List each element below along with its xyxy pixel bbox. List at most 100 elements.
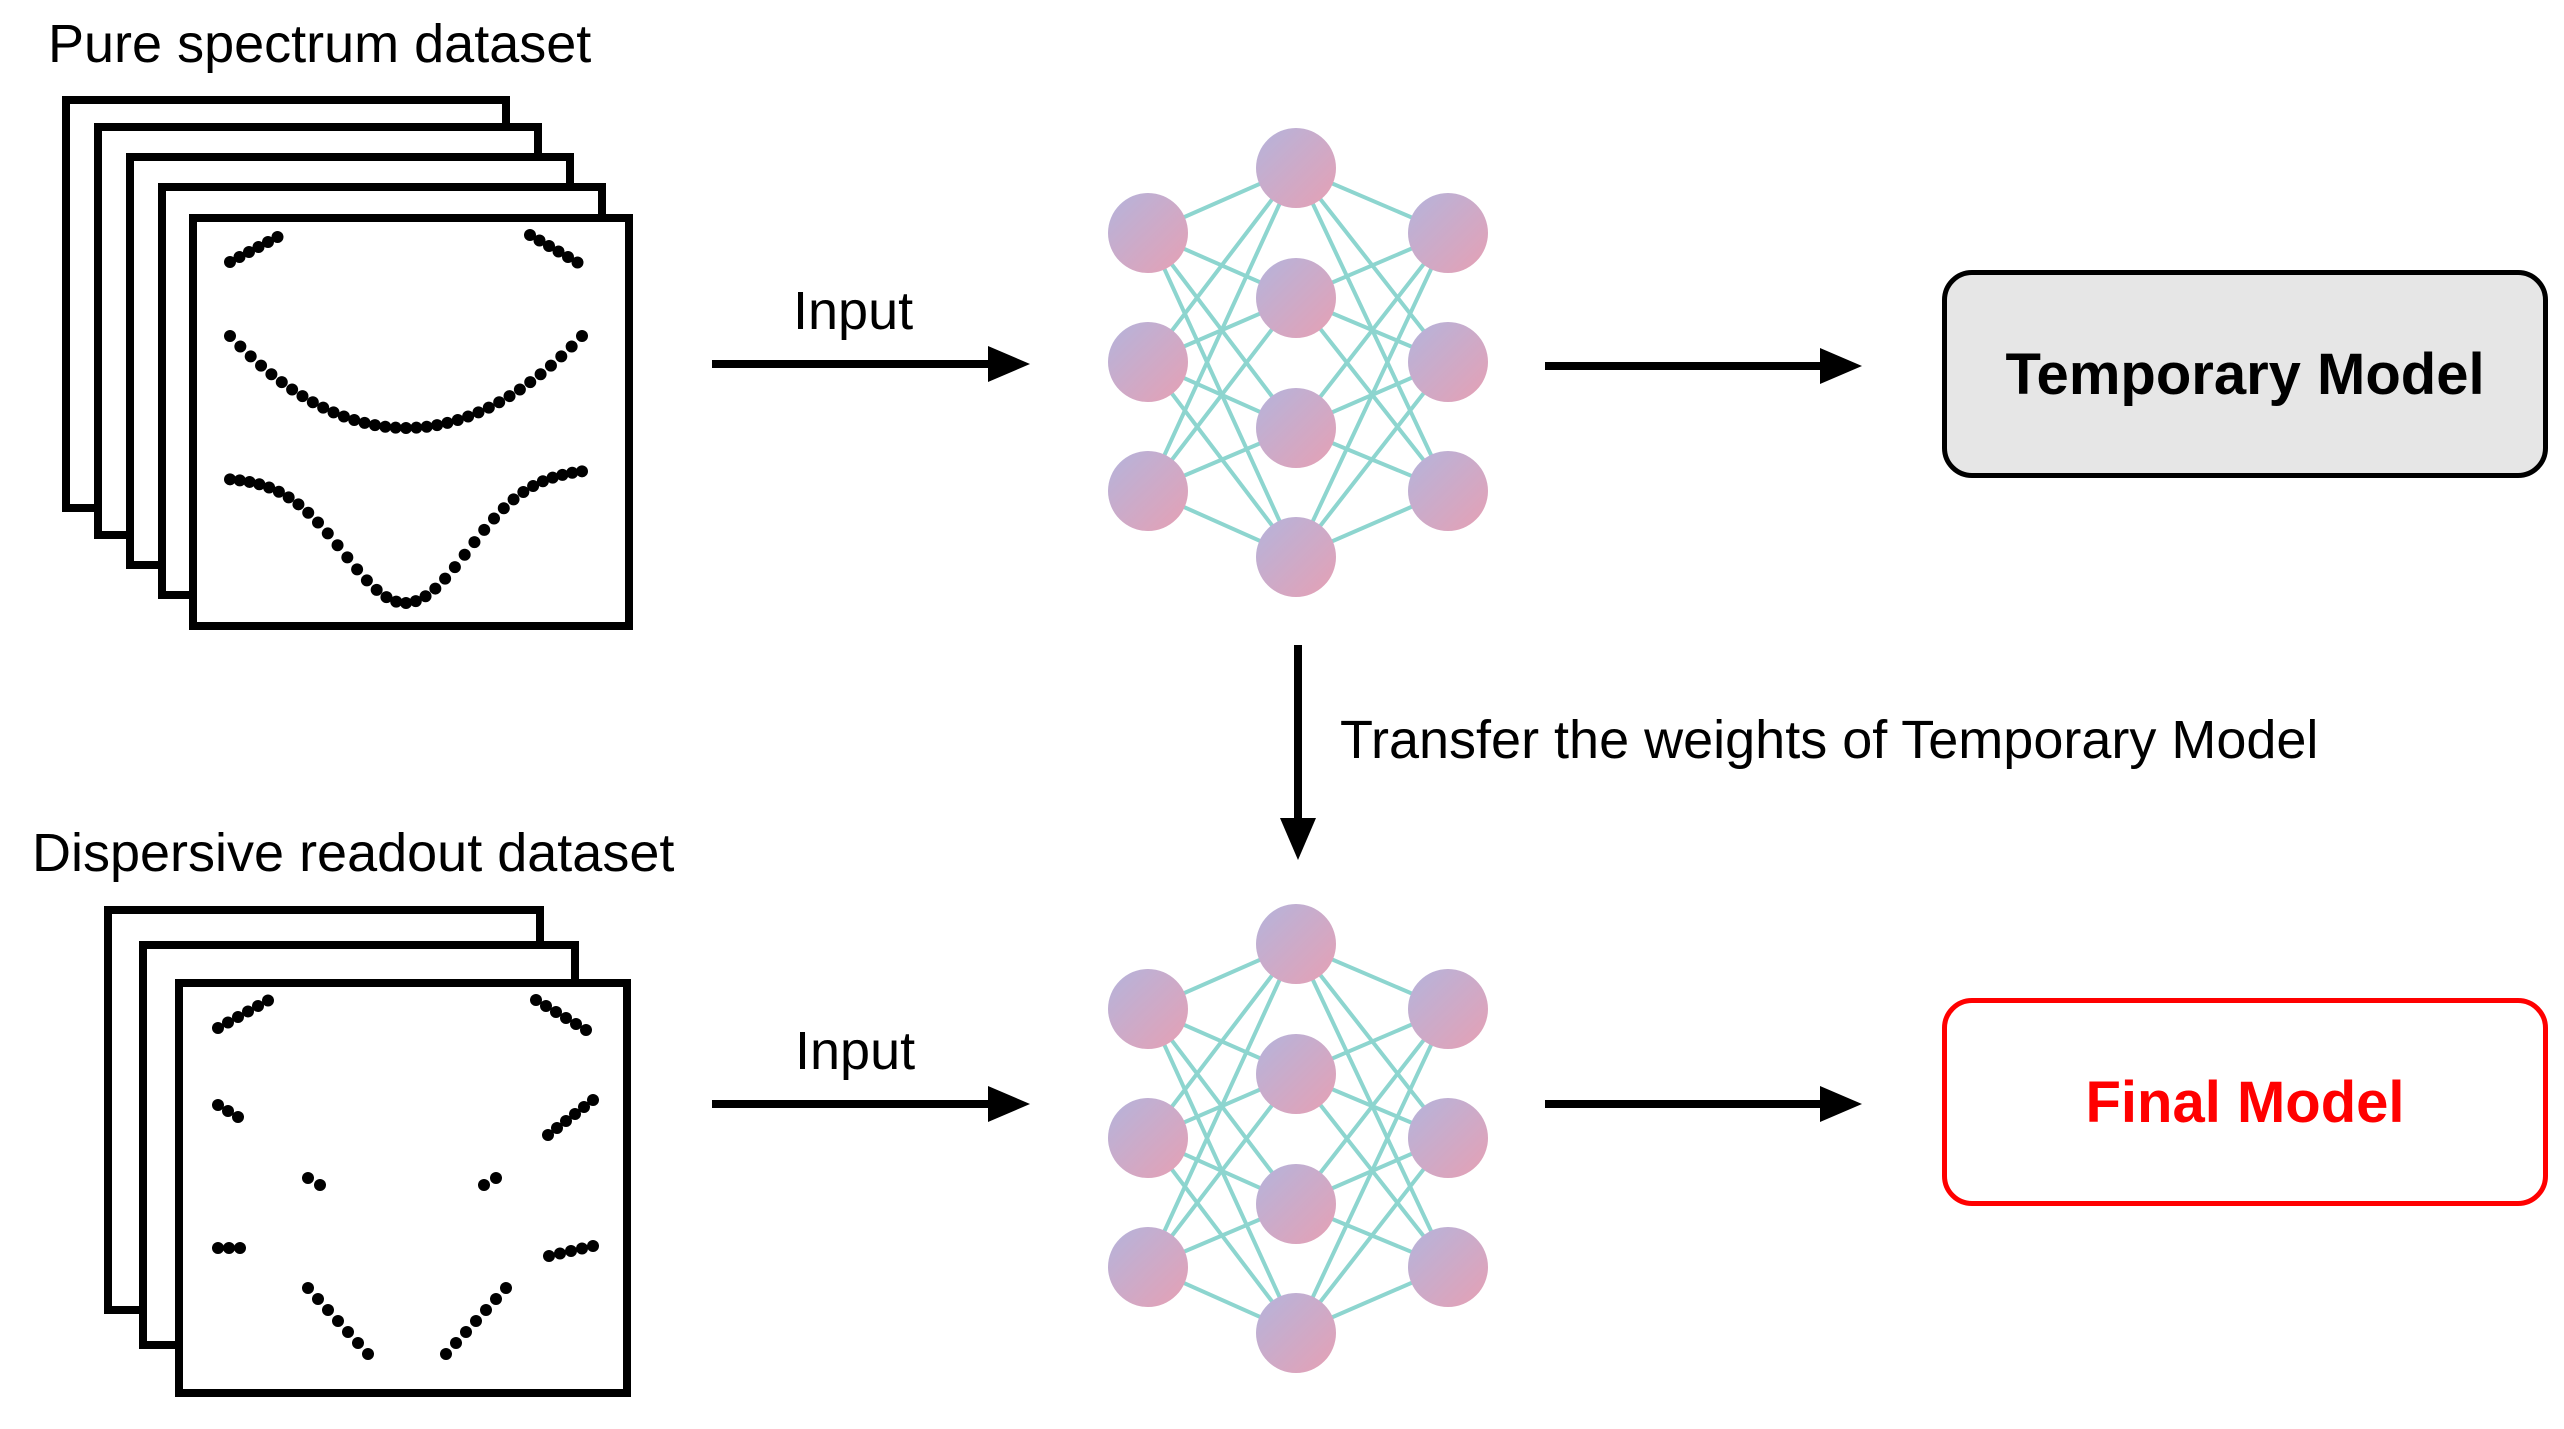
plot-dot	[587, 1094, 599, 1106]
plot-dot	[312, 516, 324, 529]
plot-dot	[542, 1129, 554, 1141]
dispersive-dataset-stack	[104, 906, 631, 1397]
input-label-top: Input	[793, 281, 914, 341]
network-node	[1256, 1034, 1336, 1114]
plot-dot	[554, 1247, 566, 1260]
plot-dot	[244, 350, 257, 363]
plot-dot	[275, 376, 288, 389]
network-edge	[1294, 1008, 1450, 1334]
plot-dot	[576, 330, 588, 342]
arrow-output-bottom	[1545, 1086, 1862, 1122]
network-node	[1108, 1098, 1188, 1178]
plot-dot	[551, 1122, 563, 1134]
plot-dot	[493, 396, 506, 409]
plot-dot	[527, 480, 540, 493]
network-node	[1408, 451, 1488, 531]
arrow-output-top	[1545, 348, 1862, 384]
plot-dot	[233, 251, 246, 263]
network-node	[1256, 1164, 1336, 1244]
plot-dot	[565, 1245, 577, 1257]
network-node	[1256, 904, 1336, 984]
plot-dot	[488, 512, 500, 525]
plot-dot	[243, 475, 256, 488]
plot-dot	[360, 574, 373, 587]
plot-dot	[431, 419, 444, 432]
plot-dot	[312, 1293, 324, 1305]
plot-dot	[560, 1012, 572, 1024]
plot-dot	[400, 597, 412, 609]
network-edge	[1146, 166, 1298, 364]
plot-dot	[500, 1282, 512, 1294]
plot-dot	[544, 359, 557, 372]
network-node	[1108, 322, 1188, 402]
plot-dot	[462, 410, 475, 423]
plot-dot	[224, 330, 236, 342]
plot-dot	[409, 595, 422, 608]
plot-dot	[478, 523, 491, 536]
network-node	[1256, 517, 1336, 597]
plot-dot	[263, 481, 276, 494]
network-node	[1108, 193, 1188, 273]
plot-dot	[439, 572, 452, 585]
plot-dot	[534, 368, 547, 381]
plot-dot	[556, 468, 569, 481]
plot-dot	[272, 485, 285, 498]
neural-network-icon-top	[1108, 128, 1488, 597]
plot-dot	[296, 390, 309, 403]
plot-dot	[550, 1006, 562, 1018]
plot-dot	[222, 1016, 234, 1029]
plot-dot	[348, 414, 361, 427]
plot-dot	[322, 1304, 334, 1316]
plot-dot	[243, 246, 255, 258]
plot-dot	[342, 1326, 354, 1338]
plot-dot	[524, 376, 537, 389]
plot-dot	[341, 551, 354, 564]
plot-dot	[524, 229, 536, 241]
plot-dot	[569, 1108, 581, 1120]
plot-dot	[351, 563, 364, 576]
network-edge	[1146, 942, 1298, 1140]
network-edge	[1294, 1136, 1450, 1335]
plot-dot	[552, 245, 565, 258]
temporary-model-label: Temporary Model	[2005, 341, 2485, 407]
plot-dot	[543, 240, 555, 252]
plot-dot	[337, 410, 350, 423]
network-node	[1108, 969, 1188, 1049]
plot-dot	[224, 256, 236, 268]
plot-dot	[222, 1105, 234, 1117]
plot-dot	[490, 1172, 502, 1184]
plot-dot	[468, 536, 481, 549]
plot-dot	[410, 421, 423, 434]
plot-dot	[262, 236, 274, 248]
network-edge	[1294, 360, 1450, 559]
plot-dot	[286, 383, 299, 396]
pure-spectrum-plot	[224, 229, 588, 609]
plot-dot	[560, 1115, 572, 1127]
plot-dot	[306, 396, 319, 409]
plot-dot	[513, 383, 526, 396]
plot-dot	[252, 1000, 264, 1012]
dispersive-dataset-label: Dispersive readout dataset	[32, 823, 675, 883]
plot-dot	[390, 595, 403, 608]
plot-dot	[441, 416, 454, 429]
plot-dot	[458, 548, 471, 561]
plot-dot	[400, 422, 412, 434]
neural-network-icon-bottom	[1108, 904, 1488, 1373]
plot-dot	[517, 486, 530, 499]
plot-dot	[536, 475, 549, 488]
plot-dot	[478, 1179, 490, 1191]
plot-dot	[555, 350, 568, 363]
plot-dot	[252, 241, 265, 253]
plot-dot	[571, 256, 584, 269]
plot-dot	[370, 583, 383, 596]
plot-dot	[232, 1111, 244, 1123]
plot-dot	[543, 1250, 555, 1262]
plot-dot	[580, 1024, 592, 1036]
plot-dot	[253, 478, 266, 491]
plot-dot	[368, 419, 381, 432]
dispersive-readout-plot	[212, 994, 599, 1360]
temporary-model-box: Temporary Model	[1942, 270, 2548, 478]
plot-dot	[282, 491, 295, 504]
plot-dot	[233, 474, 246, 487]
